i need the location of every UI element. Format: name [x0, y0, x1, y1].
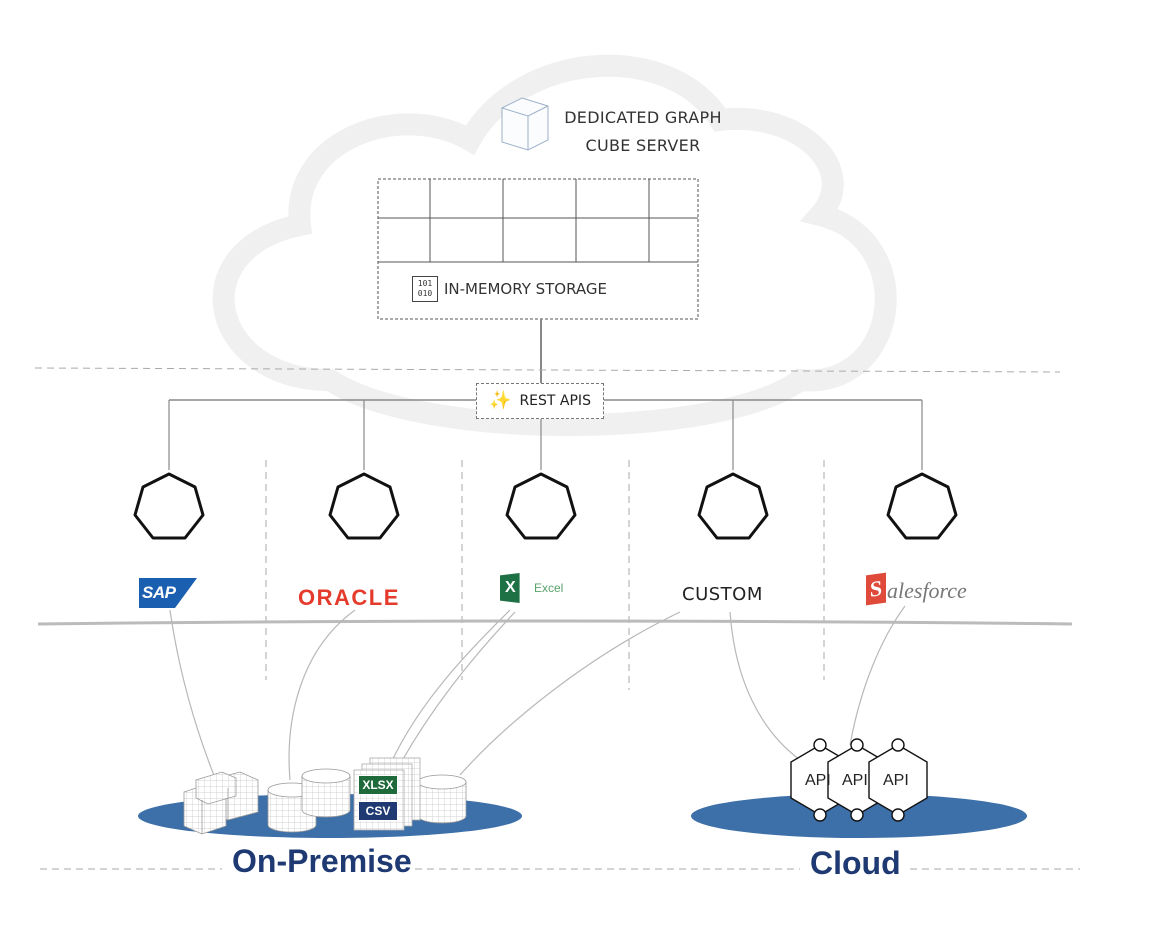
- api-label-2: API: [842, 772, 868, 789]
- api-label-3: API: [883, 772, 909, 789]
- database-cylinders: [267, 768, 467, 833]
- api-label-1: API: [805, 772, 831, 789]
- excel-label: Excel: [534, 581, 564, 595]
- cloud-label: Cloud: [810, 845, 901, 881]
- connector-nodes: [133, 472, 958, 540]
- database-icon: [301, 768, 351, 818]
- in-memory-storage-text: IN-MEMORY STORAGE: [444, 280, 608, 298]
- api-hexagons: [790, 738, 928, 822]
- salesforce-logo: S alesforce: [866, 572, 967, 606]
- rest-apis-box: ✨ REST APIS: [476, 383, 604, 419]
- sap-label: SAP: [142, 583, 176, 602]
- in-memory-storage-label: 101 010 IN-MEMORY STORAGE: [412, 276, 607, 302]
- cube-icon: [501, 97, 549, 151]
- server-title-line-2: CUBE SERVER: [585, 136, 701, 155]
- salesforce-s-icon: S: [866, 572, 886, 606]
- csv-badge: CSV: [358, 801, 398, 821]
- connector-node-salesforce: [886, 472, 958, 540]
- server-title: DEDICATED GRAPH CUBE SERVER: [548, 104, 738, 160]
- connector-node-excel: [505, 472, 577, 540]
- rest-apis-label: REST APIS: [519, 393, 591, 409]
- connector-node-custom: [697, 472, 769, 540]
- on-premise-label: On-Premise: [232, 843, 412, 879]
- connector-node-sap: [133, 472, 205, 540]
- oracle-logo: ORACLE: [298, 585, 400, 610]
- server-title-line-1: DEDICATED GRAPH: [564, 108, 722, 127]
- cloud-boundary-line: [34, 367, 1061, 373]
- excel-icon: X: [500, 573, 520, 603]
- source-links: [169, 605, 906, 781]
- xlsx-badge: XLSX: [358, 775, 398, 795]
- database-icon: [417, 774, 467, 824]
- custom-label: CUSTOM: [682, 584, 763, 605]
- salesforce-label: alesforce: [887, 578, 967, 603]
- horizon-divider: [37, 619, 1073, 626]
- in-memory-storage-box: [377, 178, 699, 320]
- magic-wand-icon: ✨: [489, 390, 512, 411]
- sap-logo: [139, 578, 197, 608]
- binary-icon: 101 010: [412, 276, 438, 302]
- connector-node-oracle: [328, 472, 400, 540]
- excel-logo: X Excel: [500, 573, 563, 603]
- cube-store-icon: [183, 771, 259, 835]
